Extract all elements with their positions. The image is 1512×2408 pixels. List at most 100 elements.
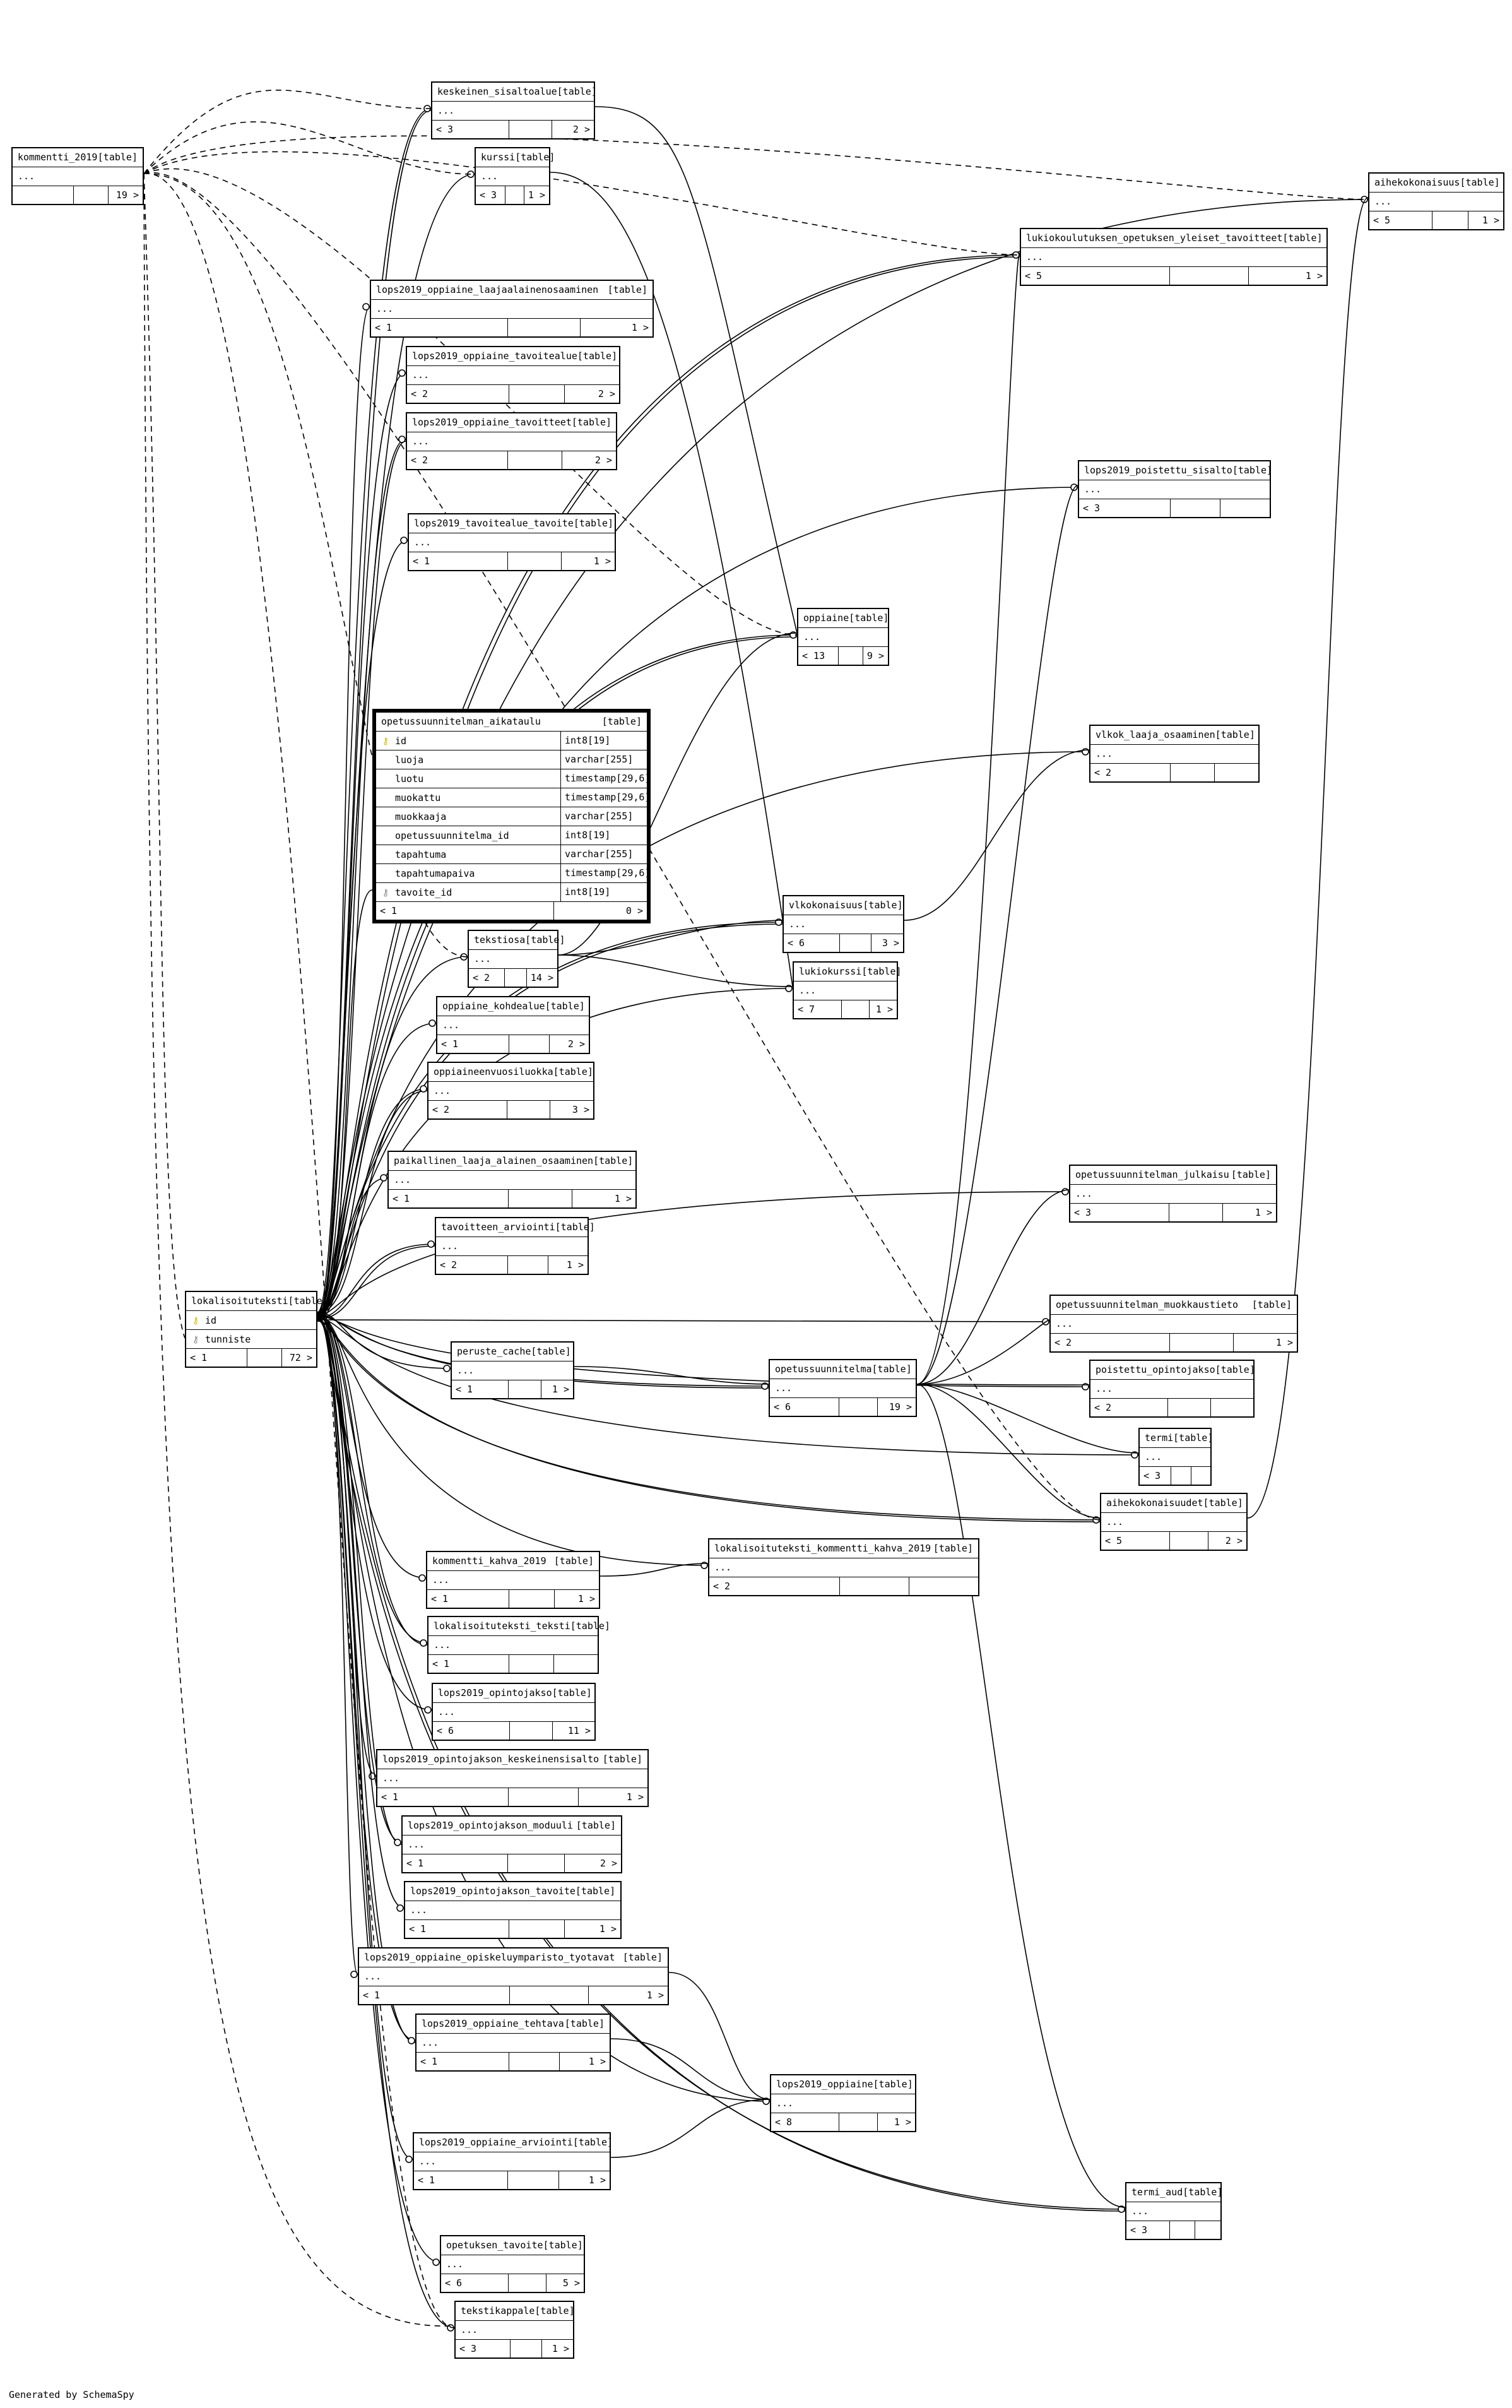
parents-count[interactable]: < 2 bbox=[407, 451, 508, 469]
children-count[interactable]: 9 > bbox=[866, 650, 884, 661]
table-opetussuunnitelman-aikataulu[interactable]: opetussuunnitelman_aikataulu [table] ⚷id… bbox=[372, 709, 651, 923]
table-poistettu_sisalto[interactable]: lops2019_poistettu_sisalto[table]...< 3 bbox=[1078, 460, 1272, 518]
parents-count[interactable]: < 1 bbox=[416, 2053, 509, 2070]
table-termi_aud[interactable]: termi_aud[table]...< 3 bbox=[1125, 2182, 1223, 2240]
table-lokalisoituteksti[interactable]: lokalisoituteksti [table] ⚷id⚷tunniste <… bbox=[185, 1291, 328, 1368]
parents-count[interactable]: < 2 bbox=[428, 1101, 507, 1118]
parents-count[interactable]: < 3 bbox=[432, 121, 509, 138]
children-count[interactable]: 1 > bbox=[528, 189, 545, 201]
children-count[interactable] bbox=[1191, 1467, 1211, 1485]
table-laajaalainen[interactable]: lops2019_oppiaine_laajaalainenosaaminen[… bbox=[370, 280, 654, 338]
children-count[interactable]: 1 > bbox=[577, 1593, 595, 1604]
children-count[interactable]: 5 > bbox=[562, 2277, 580, 2289]
collapsed-columns[interactable]: ... bbox=[407, 432, 616, 451]
parents-count[interactable]: < 3 bbox=[1070, 1204, 1169, 1221]
children-count[interactable]: 1 > bbox=[588, 2174, 606, 2186]
parents-count[interactable]: < 1 bbox=[403, 1854, 508, 1872]
collapsed-columns[interactable]: ... bbox=[1369, 193, 1503, 211]
children-count[interactable]: 2 > bbox=[1225, 1535, 1243, 1546]
children-count[interactable]: 1 > bbox=[599, 1923, 617, 1935]
collapsed-columns[interactable]: ... bbox=[403, 1836, 621, 1854]
parents-count[interactable]: < 1 bbox=[414, 2171, 508, 2189]
children-count[interactable]: 2 > bbox=[599, 1858, 617, 1869]
table-lt_kk2019[interactable]: lokalisoituteksti_kommentti_kahva_2019[t… bbox=[708, 1538, 979, 1596]
collapsed-columns[interactable]: ... bbox=[377, 1769, 647, 1788]
children-count[interactable]: 1 > bbox=[875, 1004, 893, 1015]
children-count[interactable]: 1 > bbox=[552, 2343, 569, 2354]
collapsed-columns[interactable]: ... bbox=[469, 950, 557, 969]
table-oj_tav[interactable]: lops2019_opintojakson_tavoite[table]...<… bbox=[404, 1881, 622, 1939]
collapsed-columns[interactable]: ... bbox=[1126, 2202, 1220, 2221]
collapsed-columns[interactable]: ... bbox=[371, 300, 653, 319]
collapsed-columns[interactable]: ... bbox=[13, 167, 143, 186]
collapsed-columns[interactable]: ... bbox=[433, 1703, 594, 1722]
children-count[interactable] bbox=[1211, 1399, 1253, 1416]
table-tavoitteet[interactable]: lops2019_oppiaine_tavoitteet[table]...< … bbox=[406, 412, 617, 470]
parents-count[interactable]: < 2 bbox=[1090, 1399, 1168, 1416]
parents-count[interactable]: < 6 bbox=[784, 934, 840, 952]
collapsed-columns[interactable]: ... bbox=[407, 366, 619, 385]
collapsed-columns[interactable]: ... bbox=[452, 1361, 573, 1380]
parents-count[interactable]: < 3 bbox=[1079, 499, 1171, 517]
children-count[interactable]: 1 > bbox=[631, 322, 649, 333]
parents-count[interactable]: < 3 bbox=[1140, 1467, 1171, 1485]
parents-count[interactable]: < 2 bbox=[1051, 1334, 1170, 1351]
collapsed-columns[interactable]: ... bbox=[709, 1558, 978, 1577]
children-count[interactable]: 1 > bbox=[626, 1791, 644, 1803]
parents-count[interactable]: < 1 bbox=[377, 1788, 509, 1806]
collapsed-columns[interactable]: ... bbox=[359, 1967, 668, 1986]
collapsed-columns[interactable]: ... bbox=[436, 1237, 588, 1256]
table-lt_teksti[interactable]: lokalisoituteksti_teksti[table]...< 1 bbox=[427, 1616, 610, 1674]
table-tavoitealue[interactable]: lops2019_oppiaine_tavoitealue[table]...<… bbox=[406, 346, 620, 404]
collapsed-columns[interactable]: ... bbox=[771, 2094, 915, 2113]
table-oa_arv[interactable]: lops2019_oppiaine_arviointi[table]...< 1… bbox=[413, 2132, 613, 2190]
parents-count[interactable]: < 1 bbox=[359, 1986, 510, 2004]
children-count[interactable]: 1 > bbox=[894, 2116, 911, 2128]
table-oy[interactable]: lops2019_oppiaine_opiskeluymparisto_tyot… bbox=[358, 1947, 669, 2005]
parents-count[interactable]: < 8 bbox=[771, 2113, 839, 2131]
parents-count[interactable]: < 6 bbox=[770, 1398, 839, 1416]
parents-count[interactable]: < 1 bbox=[428, 1655, 509, 1673]
parents-count[interactable]: < 1 bbox=[186, 1349, 247, 1367]
children-count[interactable]: 2 > bbox=[598, 388, 615, 400]
collapsed-columns[interactable]: ... bbox=[784, 915, 903, 934]
parents-count[interactable]: < 1 bbox=[371, 319, 508, 336]
column-row[interactable]: ⚷tunniste bbox=[186, 1330, 316, 1349]
children-count[interactable]: 1 > bbox=[593, 555, 611, 567]
children-count[interactable]: 1 > bbox=[1482, 215, 1499, 226]
children-count[interactable]: 19 > bbox=[115, 189, 139, 201]
table-lukiokoulutuksen[interactable]: lukiokoulutuksen_opetuksen_yleiset_tavoi… bbox=[1020, 228, 1328, 286]
parents-count[interactable]: < 3 bbox=[456, 2340, 511, 2358]
children-count[interactable]: 11 > bbox=[567, 1725, 591, 1736]
table-vlkok[interactable]: vlkok_laaja_osaaminen[table]...< 2 bbox=[1089, 725, 1260, 783]
children-count[interactable] bbox=[1195, 2221, 1220, 2239]
parents-count[interactable]: < 6 bbox=[433, 1722, 510, 1740]
collapsed-columns[interactable]: ... bbox=[409, 533, 615, 552]
parents-count[interactable]: < 5 bbox=[1101, 1532, 1170, 1550]
children-count[interactable]: 1 > bbox=[552, 1384, 569, 1395]
collapsed-columns[interactable]: ... bbox=[441, 2255, 584, 2274]
children-count[interactable] bbox=[1220, 499, 1270, 517]
children-count[interactable]: 2 > bbox=[572, 124, 590, 135]
parents-count[interactable]: < 6 bbox=[441, 2274, 509, 2292]
parents-count[interactable]: < 1 bbox=[405, 1920, 509, 1938]
